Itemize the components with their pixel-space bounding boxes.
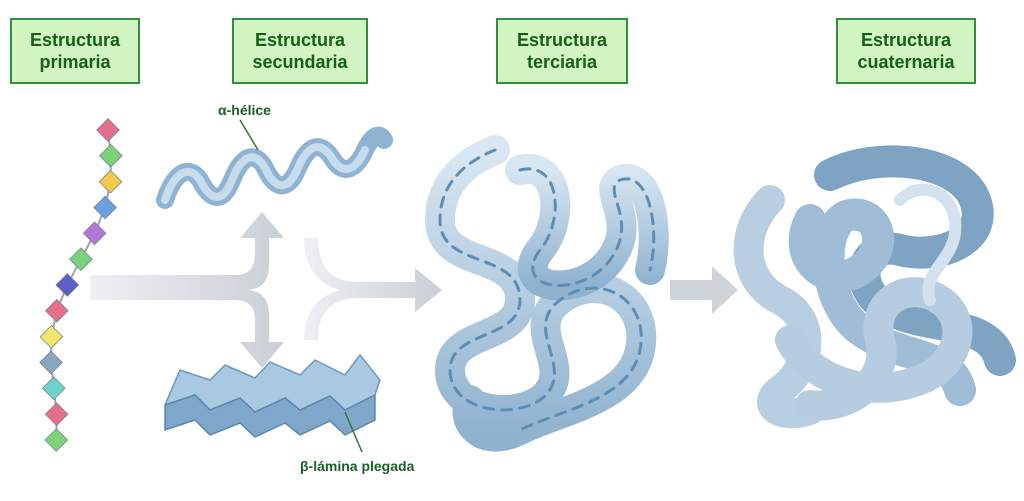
amino-acid bbox=[39, 350, 63, 375]
amino-acid bbox=[39, 324, 64, 349]
label-quaternary-line1: Estructura bbox=[860, 30, 952, 50]
amino-acid bbox=[44, 298, 69, 323]
quaternary-structure bbox=[733, 145, 1016, 429]
amino-acid bbox=[41, 376, 66, 401]
amino-acid bbox=[44, 402, 69, 427]
alpha-helix bbox=[156, 119, 393, 209]
branch-arrow bbox=[90, 212, 284, 368]
amino-acid bbox=[82, 221, 107, 246]
amino-acid bbox=[55, 273, 80, 297]
label-tertiary-line1: Estructura bbox=[516, 30, 608, 50]
arrow-to-quaternary bbox=[670, 266, 738, 314]
amino-acid bbox=[93, 195, 117, 220]
amino-acid bbox=[96, 118, 120, 142]
beta-sheet-label: β-lámina plegada bbox=[300, 458, 415, 474]
beta-sheet bbox=[163, 353, 381, 453]
label-secondary-structure: Estructura secundaria bbox=[232, 18, 368, 84]
arrow-to-tertiary bbox=[304, 238, 442, 340]
label-primary-structure: Estructura primaria bbox=[10, 18, 140, 84]
label-primary-line2: primaria bbox=[39, 52, 111, 72]
label-primary-line1: Estructura bbox=[29, 30, 121, 50]
amino-acid bbox=[44, 428, 69, 452]
amino-acid bbox=[98, 143, 123, 168]
label-secondary-line2: secundaria bbox=[252, 52, 348, 72]
tertiary-structure bbox=[424, 135, 669, 452]
label-secondary-line1: Estructura bbox=[254, 30, 346, 50]
amino-acid-chain bbox=[39, 118, 123, 452]
amino-acid bbox=[98, 169, 123, 194]
alpha-helix-label: α-hélice bbox=[218, 102, 271, 118]
label-quaternary-line2: cuaternaria bbox=[857, 52, 955, 72]
label-tertiary-structure: Estructura terciaria bbox=[496, 18, 628, 84]
label-quaternary-structure: Estructura cuaternaria bbox=[836, 18, 976, 84]
amino-acid bbox=[69, 247, 93, 272]
label-tertiary-line2: terciaria bbox=[526, 52, 598, 72]
